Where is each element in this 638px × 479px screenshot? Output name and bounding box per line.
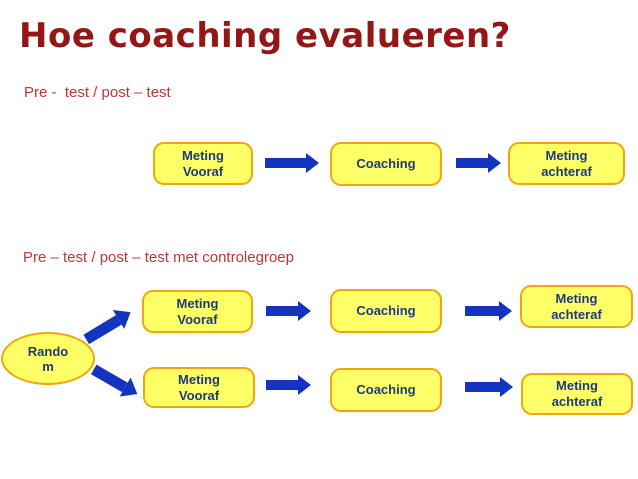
flow2-box-coaching: Coaching xyxy=(330,289,442,333)
arrow-shaft xyxy=(456,158,488,168)
section-1-heading: Pre - test / post – test xyxy=(24,84,171,101)
flow3-arrow-2-icon xyxy=(465,377,513,397)
flow2-box-meting-vooraf: Meting Vooraf xyxy=(142,290,253,333)
flow1-box-meting-vooraf: Meting Vooraf xyxy=(153,142,253,185)
flow1-arrow-2-icon xyxy=(456,153,501,173)
flow3-box-meting-vooraf: Meting Vooraf xyxy=(143,367,255,408)
arrow-shaft xyxy=(83,314,122,344)
flow1-box-coaching: Coaching xyxy=(330,142,442,186)
random-arrow-up-icon xyxy=(80,302,137,349)
arrow-head xyxy=(488,153,501,173)
arrow-head xyxy=(298,301,311,321)
flow1-arrow-1-icon xyxy=(265,153,319,173)
arrow-head xyxy=(306,153,319,173)
flow3-box-coaching: Coaching xyxy=(330,368,442,412)
arrow-shaft xyxy=(266,306,298,316)
arrow-shaft xyxy=(266,380,298,390)
flow2-arrow-1-icon xyxy=(266,301,311,321)
flow3-arrow-1-icon xyxy=(266,375,311,395)
arrow-shaft xyxy=(91,364,128,392)
random-arrow-down-icon xyxy=(89,359,143,404)
arrow-head xyxy=(500,377,513,397)
arrow-shaft xyxy=(265,158,306,168)
flow3-box-meting-achteraf: Meting achteraf xyxy=(521,373,633,415)
arrow-shaft xyxy=(465,306,499,316)
random-ellipse: Rando m xyxy=(1,332,95,385)
arrow-head xyxy=(298,375,311,395)
arrow-shaft xyxy=(465,382,500,392)
section-2-heading: Pre – test / post – test met controlegro… xyxy=(23,249,294,266)
slide-title: Hoe coaching evalueren? xyxy=(19,16,511,56)
arrow-head xyxy=(499,301,512,321)
flow1-box-meting-achteraf: Meting achteraf xyxy=(508,142,625,185)
flow2-box-meting-achteraf: Meting achteraf xyxy=(520,285,633,328)
flow2-arrow-2-icon xyxy=(465,301,512,321)
